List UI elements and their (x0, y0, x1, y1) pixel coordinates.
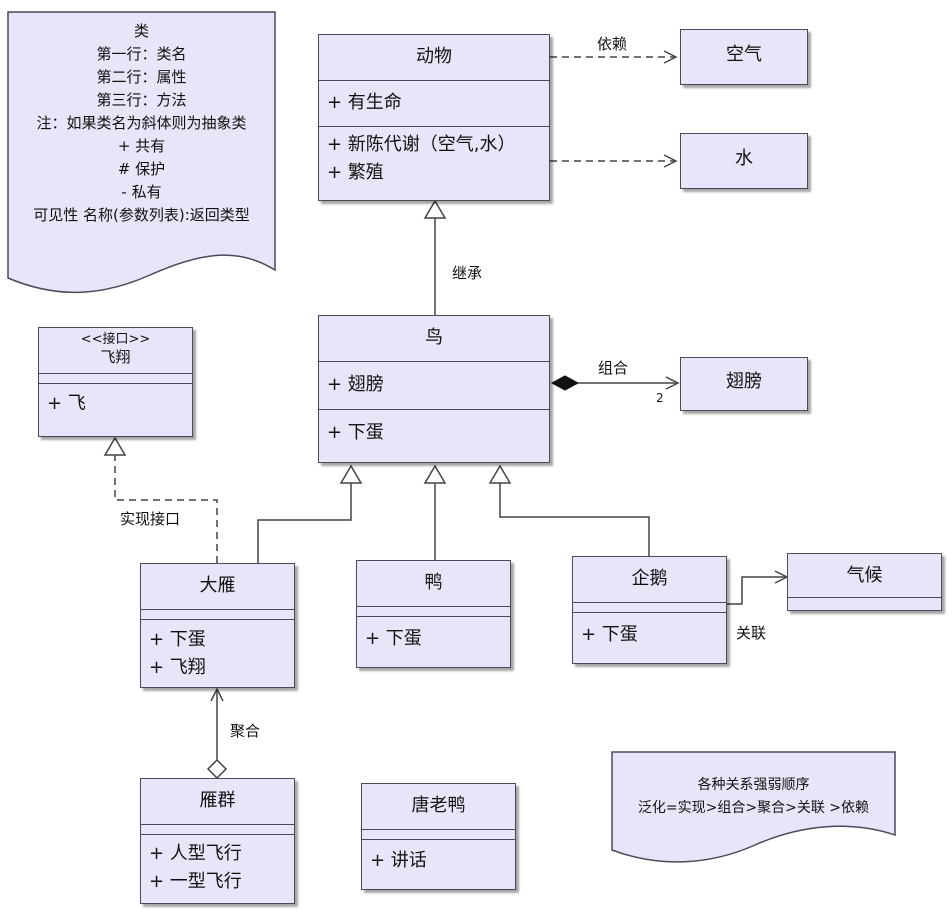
method: + 新陈代谢（空气,水） (327, 134, 516, 155)
legend-line: 类 (133, 22, 149, 40)
class-attributes (357, 607, 510, 617)
interface-fly[interactable]: <<接口>> 飞翔 + 飞 (38, 327, 193, 437)
strength-note-order: 泛化=实现>组合>聚合>关联 >依赖 (637, 800, 870, 816)
realization-line (114, 454, 218, 563)
class-attributes (573, 603, 726, 613)
strength-note-title: 各种关系强弱顺序 (697, 777, 810, 793)
class-wing[interactable]: 翅膀 (680, 357, 808, 411)
class-attributes: + 翅膀 (319, 362, 549, 410)
class-wild-goose[interactable]: 大雁 + 下蛋 + 飞翔 (140, 563, 295, 688)
class-methods: + 下蛋 (357, 617, 510, 657)
composition-label: 组合 (598, 359, 629, 377)
inheritance-arrowhead-penguin (488, 464, 512, 484)
inheritance-label: 继承 (452, 264, 483, 282)
class-methods: + 新陈代谢（空气,水） + 繁殖 (319, 127, 549, 191)
class-duck[interactable]: 鸭 + 下蛋 (356, 560, 511, 668)
method: + 下蛋 (365, 628, 422, 649)
inheritance-line-goose-bird (257, 483, 352, 563)
class-name: 鸟 (319, 316, 549, 362)
class-attributes (141, 825, 294, 835)
method: + 下蛋 (581, 624, 638, 645)
dependency-arrowhead-air (663, 50, 678, 64)
class-methods: + 下蛋 + 飞翔 (141, 620, 294, 686)
class-goose-flock[interactable]: 雁群 + 人型飞行 + 一型飞行 (140, 778, 295, 904)
inheritance-arrowhead-goose (339, 464, 363, 484)
legend-line: - 私有 (121, 183, 162, 201)
method: + 下蛋 (327, 422, 384, 443)
aggregation-label: 聚合 (230, 722, 261, 740)
legend-line: 第三行：方法 (96, 91, 187, 109)
inheritance-line-penguin-bird (499, 483, 650, 556)
legend-note-shape (7, 11, 276, 294)
inheritance-arrowhead-duck (423, 464, 447, 484)
method: + 一型飞行 (149, 871, 242, 892)
class-methods: + 人型飞行 + 一型飞行 (141, 835, 294, 900)
class-attributes (39, 374, 192, 384)
class-body (788, 598, 941, 610)
association-label: 关联 (736, 624, 767, 642)
class-name: 翅膀 (726, 371, 762, 392)
class-name: 飞翔 (100, 348, 131, 366)
method: + 繁殖 (327, 162, 384, 183)
class-attributes (362, 830, 515, 840)
class-methods: + 飞 (39, 384, 192, 422)
class-methods: + 下蛋 (319, 410, 549, 451)
class-donald-duck[interactable]: 唐老鸭 + 讲话 (361, 783, 516, 890)
class-methods: + 下蛋 (573, 613, 726, 653)
class-air[interactable]: 空气 (680, 29, 808, 85)
class-name: 气候 (788, 554, 941, 598)
legend-line: 可见性 名称(参数列表):返回类型 (33, 206, 250, 224)
strength-note: 各种关系强弱顺序 泛化=实现>组合>聚合>关联 >依赖 (612, 774, 895, 820)
class-attributes (141, 610, 294, 620)
method: + 飞 (47, 393, 86, 414)
legend-note: 类 第一行：类名 第二行：属性 第三行：方法 注：如果类名为斜体则为抽象类 + … (8, 20, 275, 227)
method: + 飞翔 (149, 657, 206, 678)
method: + 下蛋 (149, 629, 206, 650)
aggregation-arrowhead (210, 687, 224, 702)
class-penguin[interactable]: 企鹅 + 下蛋 (572, 556, 727, 664)
method: + 讲话 (370, 850, 427, 871)
legend-line: 第二行：属性 (96, 68, 187, 86)
class-name: 企鹅 (573, 557, 726, 603)
method: + 人型飞行 (149, 843, 242, 864)
class-name: 大雁 (141, 564, 294, 610)
stereotype: <<接口>> (80, 332, 151, 347)
class-name: 唐老鸭 (362, 784, 515, 830)
legend-line: 第一行：类名 (96, 45, 187, 63)
composition-diamond (550, 375, 580, 391)
realization-label: 实现接口 (120, 510, 181, 528)
dependency-label: 依赖 (597, 35, 628, 53)
inheritance-arrowhead-animal (423, 199, 447, 219)
class-bird[interactable]: 鸟 + 翅膀 + 下蛋 (318, 315, 550, 463)
legend-line: + 共有 (117, 137, 166, 155)
dependency-arrowhead-water (663, 154, 678, 168)
legend-line: # 保护 (117, 160, 166, 178)
legend-line: 注：如果类名为斜体则为抽象类 (36, 114, 247, 132)
composition-multiplicity: 2 (656, 391, 664, 405)
interface-header: <<接口>> 飞翔 (39, 328, 192, 374)
class-name: 空气 (726, 44, 762, 65)
class-animal[interactable]: 动物 + 有生命 + 新陈代谢（空气,水） + 繁殖 (318, 34, 550, 201)
attribute: + 有生命 (327, 92, 402, 113)
composition-arrowhead (665, 376, 680, 390)
attribute: + 翅膀 (327, 374, 384, 395)
strength-note-shape (611, 751, 896, 863)
class-climate[interactable]: 气候 (787, 553, 942, 611)
realization-arrowhead (103, 436, 127, 456)
aggregation-diamond (206, 758, 228, 780)
class-name: 水 (735, 148, 753, 169)
class-name: 雁群 (141, 779, 294, 825)
class-name: 鸭 (357, 561, 510, 607)
class-methods: + 讲话 (362, 840, 515, 879)
class-water[interactable]: 水 (680, 133, 808, 189)
class-name: 动物 (319, 35, 549, 81)
class-attributes: + 有生命 (319, 81, 549, 127)
association-line (727, 576, 785, 605)
